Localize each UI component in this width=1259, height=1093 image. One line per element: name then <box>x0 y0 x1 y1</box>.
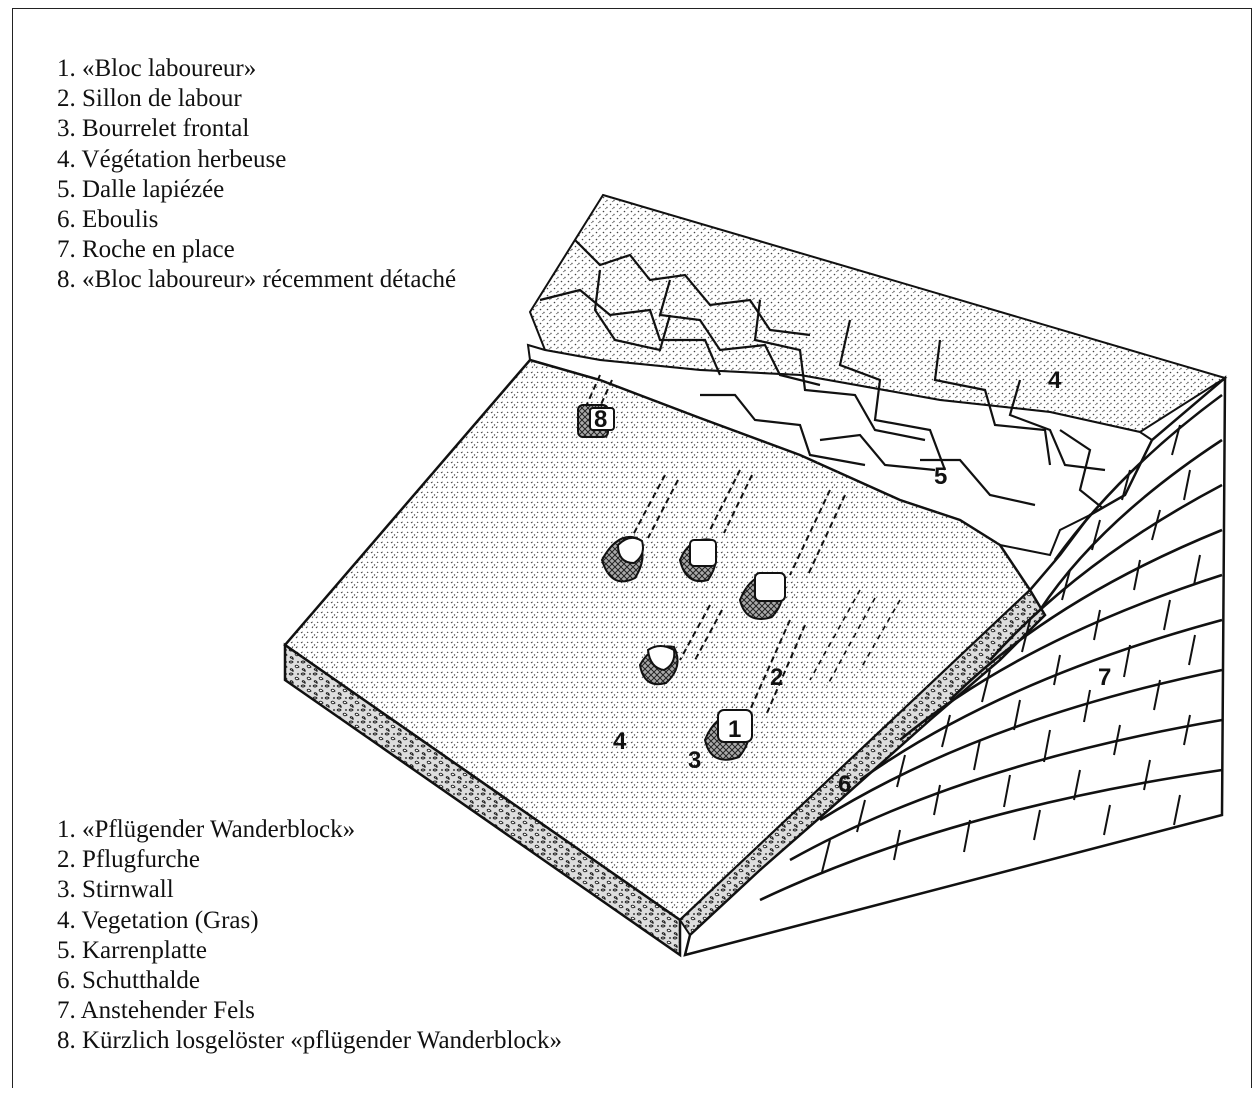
label-8: 8 <box>594 406 607 433</box>
label-5: 5 <box>934 463 947 490</box>
label-7: 7 <box>1098 664 1111 691</box>
label-4-slope: 4 <box>613 728 627 755</box>
label-1: 1 <box>728 716 741 743</box>
label-6: 6 <box>838 771 851 798</box>
label-4-top: 4 <box>1048 367 1062 394</box>
label-3: 3 <box>688 747 701 774</box>
label-2: 2 <box>770 664 783 691</box>
